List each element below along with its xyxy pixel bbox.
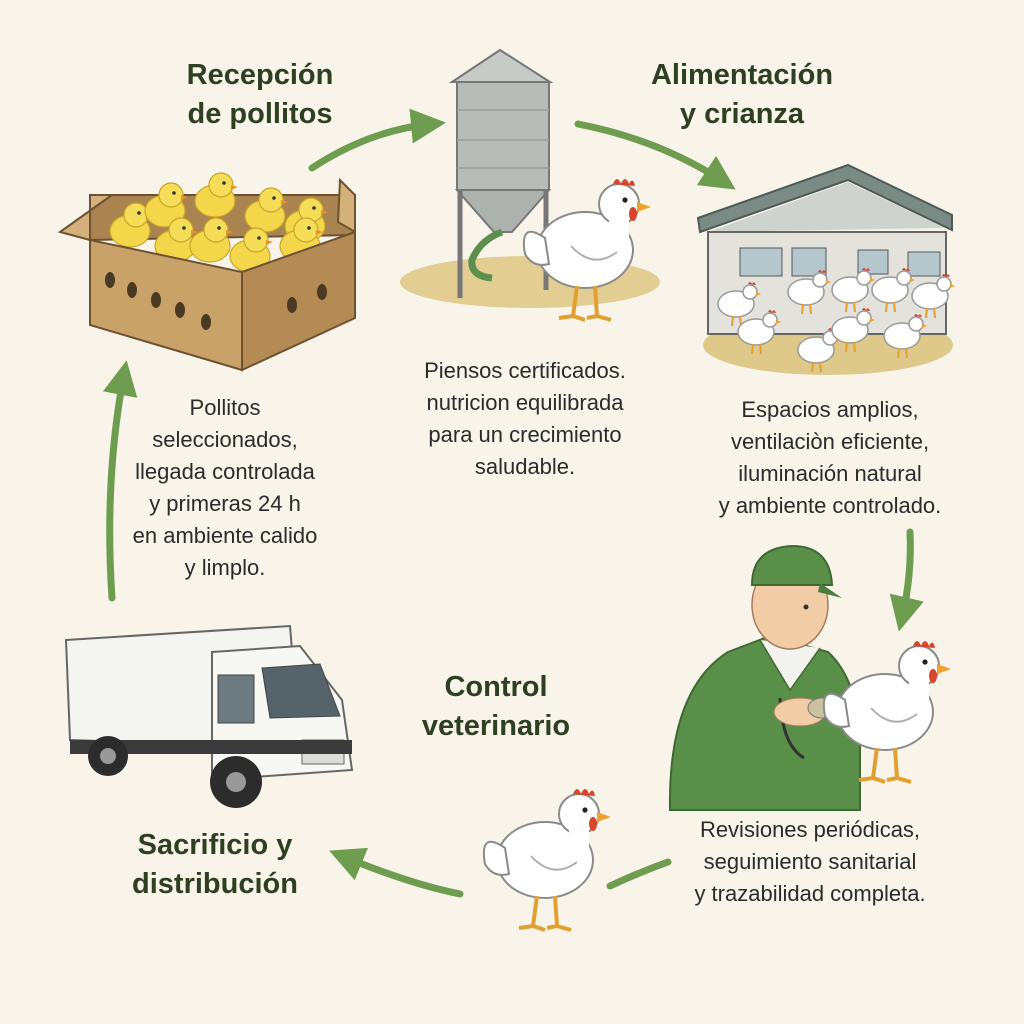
poultry-shed-icon <box>696 163 956 375</box>
chick-box-icon <box>57 172 356 372</box>
hen-icon <box>481 787 613 932</box>
step-description-reception: Pollitos seleccionados, llegada controla… <box>132 395 318 580</box>
cycle-arrow-icon <box>102 108 924 898</box>
step-description-housing: Espacios amplios, ventilaciòn eficiente,… <box>718 397 942 518</box>
veterinarian-icon <box>668 544 953 811</box>
step-title-feeding: Alimentación y crianza <box>650 59 834 130</box>
step-title-reception: Recepción de pollitos <box>186 59 334 130</box>
step-title-distribution: Sacrificio y distribución <box>132 829 298 900</box>
step-description-feeding: Piensos certificados. nutricion equilibr… <box>424 358 626 479</box>
step-title-veterinary: Control veterinario <box>421 671 571 742</box>
step-description-veterinary: Revisiones periódicas, seguimiento sanit… <box>694 817 926 906</box>
delivery-truck-icon <box>64 624 354 808</box>
